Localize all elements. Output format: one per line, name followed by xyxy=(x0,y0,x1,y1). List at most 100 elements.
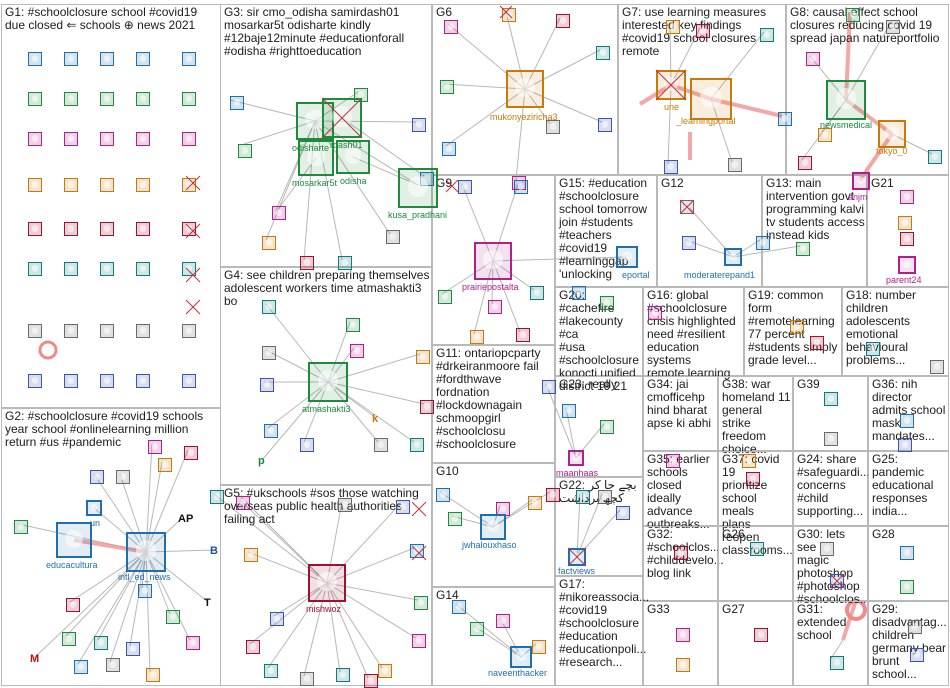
user-avatar[interactable] xyxy=(448,512,462,526)
user-avatar[interactable] xyxy=(530,286,544,300)
user-avatar[interactable] xyxy=(674,546,688,560)
user-avatar[interactable] xyxy=(900,580,914,594)
user-avatar[interactable] xyxy=(796,242,810,256)
user-avatar[interactable] xyxy=(810,336,824,350)
user-avatar[interactable] xyxy=(28,52,42,66)
user-avatar[interactable] xyxy=(64,222,78,236)
user-avatar[interactable] xyxy=(350,344,364,358)
user-avatar[interactable] xyxy=(750,542,764,556)
node-newsmedical[interactable] xyxy=(826,80,866,120)
node-prairiepostalta[interactable] xyxy=(474,242,512,280)
user-avatar[interactable] xyxy=(798,156,812,170)
node-tokyo[interactable] xyxy=(878,120,906,148)
node-kusa_pradhani[interactable] xyxy=(398,168,438,208)
user-avatar[interactable] xyxy=(148,440,162,454)
user-avatar[interactable] xyxy=(396,500,410,514)
user-avatar[interactable] xyxy=(824,392,838,406)
user-avatar[interactable] xyxy=(542,380,556,394)
user-avatar[interactable] xyxy=(182,92,196,106)
user-avatar[interactable] xyxy=(514,180,528,194)
user-avatar[interactable] xyxy=(830,656,844,670)
user-avatar[interactable] xyxy=(260,378,274,392)
user-avatar[interactable] xyxy=(420,400,434,414)
user-avatar[interactable] xyxy=(238,144,252,158)
node-intl_ed_news[interactable] xyxy=(126,532,166,572)
user-avatar[interactable] xyxy=(546,120,560,134)
user-avatar[interactable] xyxy=(182,52,196,66)
user-avatar[interactable] xyxy=(264,424,278,438)
user-avatar[interactable] xyxy=(440,80,454,94)
node-un[interactable] xyxy=(86,500,102,516)
user-avatar[interactable] xyxy=(778,112,792,126)
user-avatar[interactable] xyxy=(100,324,114,338)
user-avatar[interactable] xyxy=(742,454,756,468)
user-avatar[interactable] xyxy=(136,374,150,388)
user-avatar[interactable] xyxy=(184,446,198,460)
user-avatar[interactable] xyxy=(378,664,392,678)
user-avatar[interactable] xyxy=(138,584,152,598)
user-avatar[interactable] xyxy=(338,498,352,512)
user-avatar[interactable] xyxy=(900,190,914,204)
user-avatar[interactable] xyxy=(182,222,196,236)
user-avatar[interactable] xyxy=(442,142,456,156)
logo-k[interactable]: k xyxy=(372,413,379,425)
user-avatar[interactable] xyxy=(210,490,224,504)
user-avatar[interactable] xyxy=(444,20,458,34)
user-avatar[interactable] xyxy=(600,296,614,310)
user-avatar[interactable] xyxy=(470,622,484,636)
user-avatar[interactable] xyxy=(600,420,614,434)
node-naveenthacker[interactable] xyxy=(510,646,532,668)
user-avatar[interactable] xyxy=(62,632,76,646)
node-factviews[interactable] xyxy=(568,548,586,566)
user-avatar[interactable] xyxy=(746,472,760,486)
user-avatar[interactable] xyxy=(272,206,286,220)
user-avatar[interactable] xyxy=(910,648,924,662)
node-eportal[interactable] xyxy=(616,246,638,268)
user-avatar[interactable] xyxy=(262,236,276,250)
user-avatar[interactable] xyxy=(436,488,450,502)
user-avatar[interactable] xyxy=(126,642,140,656)
user-avatar[interactable] xyxy=(244,548,258,562)
user-avatar[interactable] xyxy=(300,256,314,270)
user-avatar[interactable] xyxy=(28,132,42,146)
user-avatar[interactable] xyxy=(416,350,430,364)
node-mosarkar5t[interactable] xyxy=(298,140,334,176)
user-avatar[interactable] xyxy=(100,132,114,146)
user-avatar[interactable] xyxy=(790,320,804,334)
user-avatar[interactable] xyxy=(928,150,942,164)
user-avatar[interactable] xyxy=(270,612,284,626)
logo-ap[interactable]: AP xyxy=(178,513,194,525)
user-avatar[interactable] xyxy=(28,222,42,236)
node-mukonyezi[interactable] xyxy=(506,70,544,108)
user-avatar[interactable] xyxy=(100,178,114,192)
user-avatar[interactable] xyxy=(364,674,378,688)
node-une[interactable] xyxy=(656,70,686,100)
user-avatar[interactable] xyxy=(820,542,834,556)
user-avatar[interactable] xyxy=(100,262,114,276)
user-avatar[interactable] xyxy=(676,658,690,672)
user-avatar[interactable] xyxy=(182,178,196,192)
node-learningportal[interactable] xyxy=(690,78,732,120)
user-avatar[interactable] xyxy=(182,324,196,338)
node-jwhalouxhaso[interactable] xyxy=(480,514,506,540)
user-avatar[interactable] xyxy=(374,438,388,452)
user-avatar[interactable] xyxy=(496,614,510,628)
user-avatar[interactable] xyxy=(616,506,630,520)
user-avatar[interactable] xyxy=(666,454,680,468)
user-avatar[interactable] xyxy=(598,118,612,132)
user-avatar[interactable] xyxy=(64,132,78,146)
logo-m[interactable]: M xyxy=(30,653,40,665)
user-avatar[interactable] xyxy=(682,236,696,250)
logo-b[interactable]: B xyxy=(210,545,218,557)
user-avatar[interactable] xyxy=(64,92,78,106)
user-avatar[interactable] xyxy=(470,330,484,344)
user-avatar[interactable] xyxy=(410,438,424,452)
user-avatar[interactable] xyxy=(598,490,612,504)
user-avatar[interactable] xyxy=(158,458,172,472)
user-avatar[interactable] xyxy=(106,658,120,672)
user-avatar[interactable] xyxy=(806,52,820,66)
user-avatar[interactable] xyxy=(136,92,150,106)
user-avatar[interactable] xyxy=(300,672,314,686)
user-avatar[interactable] xyxy=(824,432,838,446)
user-avatar[interactable] xyxy=(886,20,900,34)
